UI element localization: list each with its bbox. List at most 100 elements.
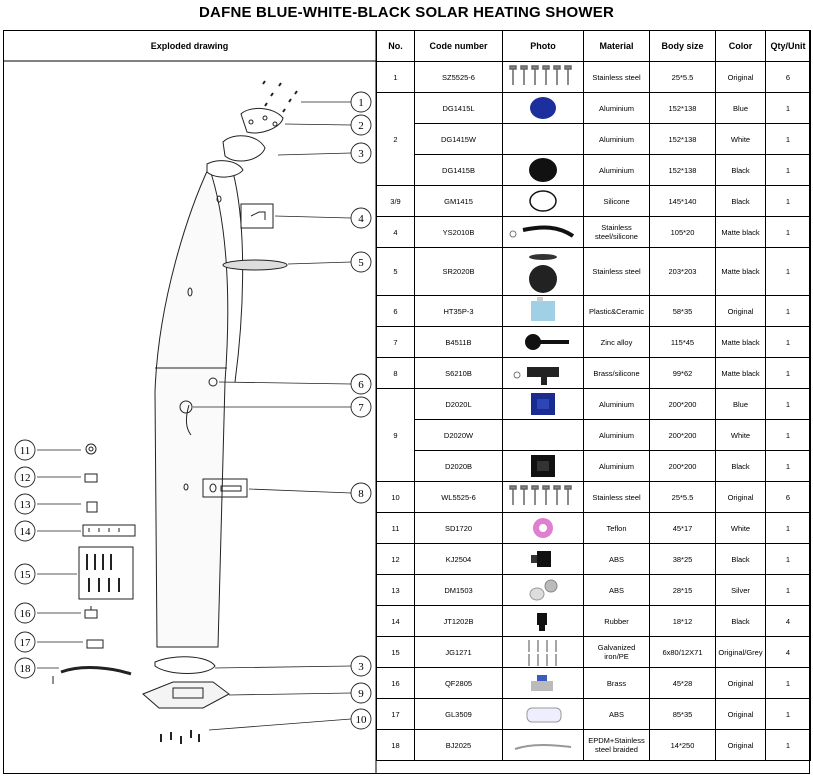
- valve-icon: [531, 675, 553, 691]
- callout-14: 14: [14, 520, 36, 542]
- anchors-icon: [528, 640, 557, 666]
- row-photo: [502, 450, 584, 482]
- col-qty: Qty/Unit: [765, 30, 811, 62]
- svg-text:3: 3: [358, 661, 364, 673]
- row-color: Original: [715, 667, 766, 699]
- hose-icon: [514, 744, 572, 750]
- row-photo: [502, 216, 584, 248]
- callout-18: 18: [14, 657, 36, 679]
- row-no: 15: [376, 636, 415, 668]
- row-color: White: [715, 512, 766, 544]
- row-photo: [502, 543, 584, 575]
- row-qty: 1: [765, 667, 811, 699]
- row-material: Aluminium: [583, 154, 650, 186]
- filter-icon: [526, 707, 562, 723]
- row-material: Silicone: [583, 185, 650, 217]
- callout-12: 12: [14, 466, 36, 488]
- callout-10: 10: [350, 708, 372, 730]
- callout-11: 11: [14, 439, 36, 461]
- row-material: ABS: [583, 574, 650, 606]
- callout-7: 8: [350, 482, 372, 504]
- row-qty: 1: [765, 388, 811, 420]
- row-size: 203*203: [649, 247, 716, 296]
- row-size: 25*5.5: [649, 481, 716, 513]
- row-code: BJ2025: [414, 729, 503, 761]
- blue-base-icon: [531, 393, 555, 415]
- row-size: 45*17: [649, 512, 716, 544]
- row-no: 16: [376, 667, 415, 699]
- row-code: QF2805: [414, 667, 503, 699]
- row-no: 8: [376, 357, 415, 389]
- row-material: Stainless steel/silicone: [583, 216, 650, 248]
- row-material: Stainless steel: [583, 61, 650, 93]
- fitting-icon: [529, 579, 558, 601]
- row-material: Plastic&Ceramic: [583, 295, 650, 327]
- row-material: Stainless steel: [583, 247, 650, 296]
- row-photo: [502, 295, 584, 327]
- row-material: Aluminium: [583, 450, 650, 482]
- row-photo: [502, 154, 584, 186]
- row-photo: [502, 574, 584, 606]
- row-code: JG1271: [414, 636, 503, 668]
- row-size: 200*200: [649, 388, 716, 420]
- row-size: 45*28: [649, 667, 716, 699]
- row-size: 152*138: [649, 92, 716, 124]
- shower-head-icon: [529, 253, 557, 293]
- callout-2: 3: [350, 142, 372, 164]
- row-size: 85*35: [649, 698, 716, 730]
- row-qty: 1: [765, 154, 811, 186]
- callout-6: 7: [350, 396, 372, 418]
- foot-icon: [537, 613, 547, 631]
- row-color: Original: [715, 698, 766, 730]
- row-code: JT1202B: [414, 605, 503, 637]
- row-material: Aluminium: [583, 92, 650, 124]
- col-color: Color: [715, 30, 766, 62]
- row-material: EPDM+Stainless steel braided: [583, 729, 650, 761]
- row-photo: [502, 357, 584, 389]
- svg-text:2: 2: [358, 120, 364, 132]
- row-code: B4511B: [414, 326, 503, 358]
- svg-text:5: 5: [358, 257, 364, 269]
- row-color: Black: [715, 185, 766, 217]
- blue-cap-icon: [530, 97, 556, 119]
- black-cap-icon: [529, 158, 557, 182]
- row-code: DG1415W: [414, 123, 503, 155]
- row-no: 10: [376, 481, 415, 513]
- row-code: SD1720: [414, 512, 503, 544]
- row-no: 14: [376, 605, 415, 637]
- row-color: Matte black: [715, 357, 766, 389]
- svg-text:12: 12: [20, 472, 31, 484]
- row-color: Original: [715, 481, 766, 513]
- row-color: Black: [715, 543, 766, 575]
- row-qty: 1: [765, 543, 811, 575]
- row-size: 200*200: [649, 419, 716, 451]
- svg-text:16: 16: [20, 608, 32, 620]
- row-code: DG1415B: [414, 154, 503, 186]
- row-material: Teflon: [583, 512, 650, 544]
- row-qty: 1: [765, 247, 811, 296]
- row-color: White: [715, 123, 766, 155]
- row-size: 152*138: [649, 154, 716, 186]
- row-photo: [502, 185, 584, 217]
- callout-15: 15: [14, 563, 36, 585]
- row-photo: [502, 61, 584, 93]
- row-code: DM1503: [414, 574, 503, 606]
- row-size: 6x80/12X71: [649, 636, 716, 668]
- row-qty: 6: [765, 481, 811, 513]
- col-body-size: Body size: [649, 30, 716, 62]
- row-code: GM1415: [414, 185, 503, 217]
- row-no: 6: [376, 295, 415, 327]
